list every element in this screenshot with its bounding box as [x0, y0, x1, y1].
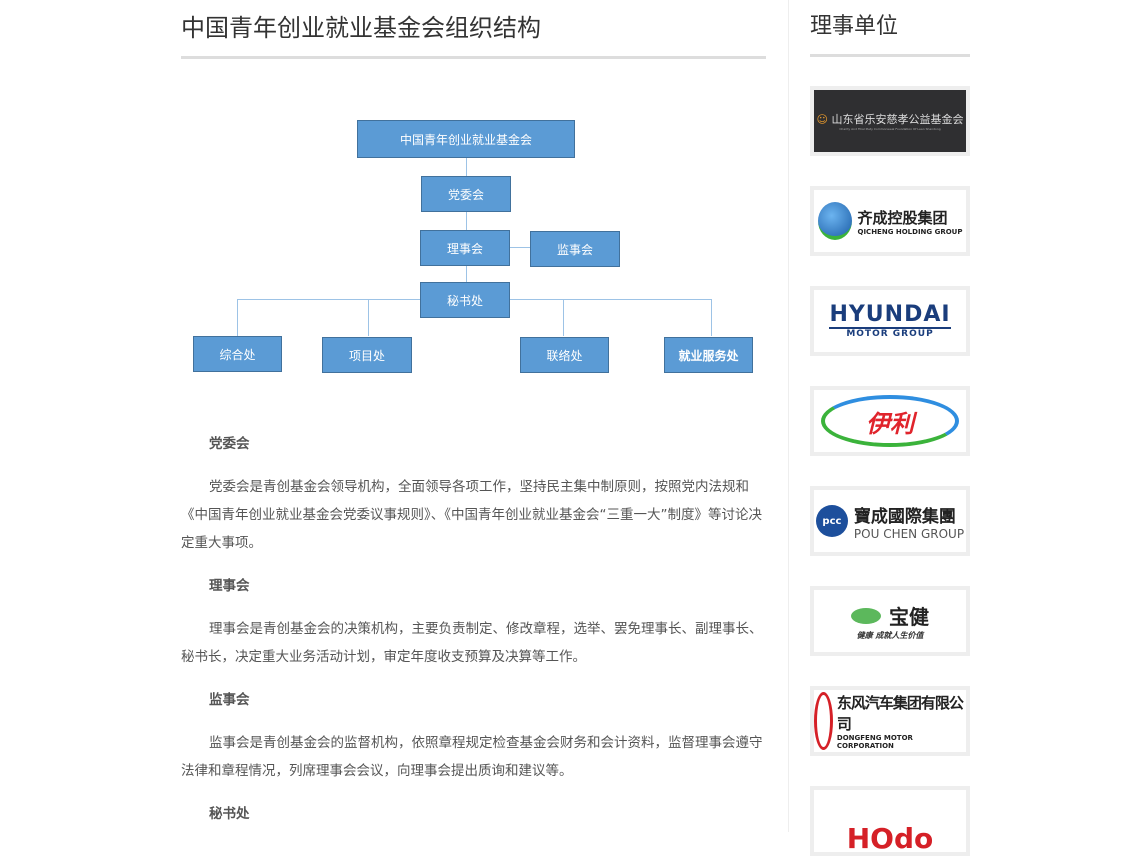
org-box-dept: 就业服务处: [664, 337, 753, 373]
section-body: 党委会是青创基金会领导机构，全面领导各项工作，坚持民主集中制原则，按照党内法规和…: [181, 479, 762, 551]
org-box-dept: 综合处: [193, 336, 282, 372]
logo-hodo[interactable]: HOdo: [810, 786, 970, 856]
section-heading: 理事会: [209, 578, 250, 594]
column-divider: [788, 0, 789, 832]
org-box-supervisors: 监事会: [530, 231, 620, 267]
section-body: 监事会是青创基金会的监督机构，依照章程规定检查基金会财务和会计资料，监督理事会遵…: [181, 735, 763, 779]
org-box-dept: 项目处: [322, 337, 412, 373]
title-divider: [181, 56, 766, 59]
org-chart: 中国青年创业就业基金会 党委会 理事会 监事会 秘书处 综合处 项目处 联络处 …: [181, 110, 766, 380]
section-heading: 秘书处: [209, 806, 250, 822]
logo-lean-foundation[interactable]: ☺ 山东省乐安慈孝公益基金会 Charity And Filial Piety …: [810, 86, 970, 156]
org-box-root: 中国青年创业就业基金会: [357, 120, 575, 158]
description: 党委会 党委会是青创基金会领导机构，全面领导各项工作，坚持民主集中制原则，按照党…: [181, 430, 766, 843]
org-box-secretariat: 秘书处: [420, 282, 510, 318]
org-box-party: 党委会: [421, 176, 511, 212]
sidebar-divider: [810, 54, 970, 57]
sidebar-title: 理事单位: [810, 14, 899, 39]
logo-baojian[interactable]: 宝健 健康 成就人生价值: [810, 586, 970, 656]
org-box-board: 理事会: [420, 230, 510, 266]
page-title: 中国青年创业就业基金会组织结构: [181, 14, 541, 42]
section-body: 理事会是青创基金会的决策机构，主要负责制定、修改章程，选举、罢免理事长、副理事长…: [181, 621, 763, 665]
logo-yili[interactable]: 伊利: [810, 386, 970, 456]
org-box-dept: 联络处: [520, 337, 609, 373]
section-heading: 监事会: [209, 692, 250, 708]
logo-hyundai[interactable]: HYUNDAI MOTOR GROUP: [810, 286, 970, 356]
section-heading: 党委会: [209, 436, 250, 452]
